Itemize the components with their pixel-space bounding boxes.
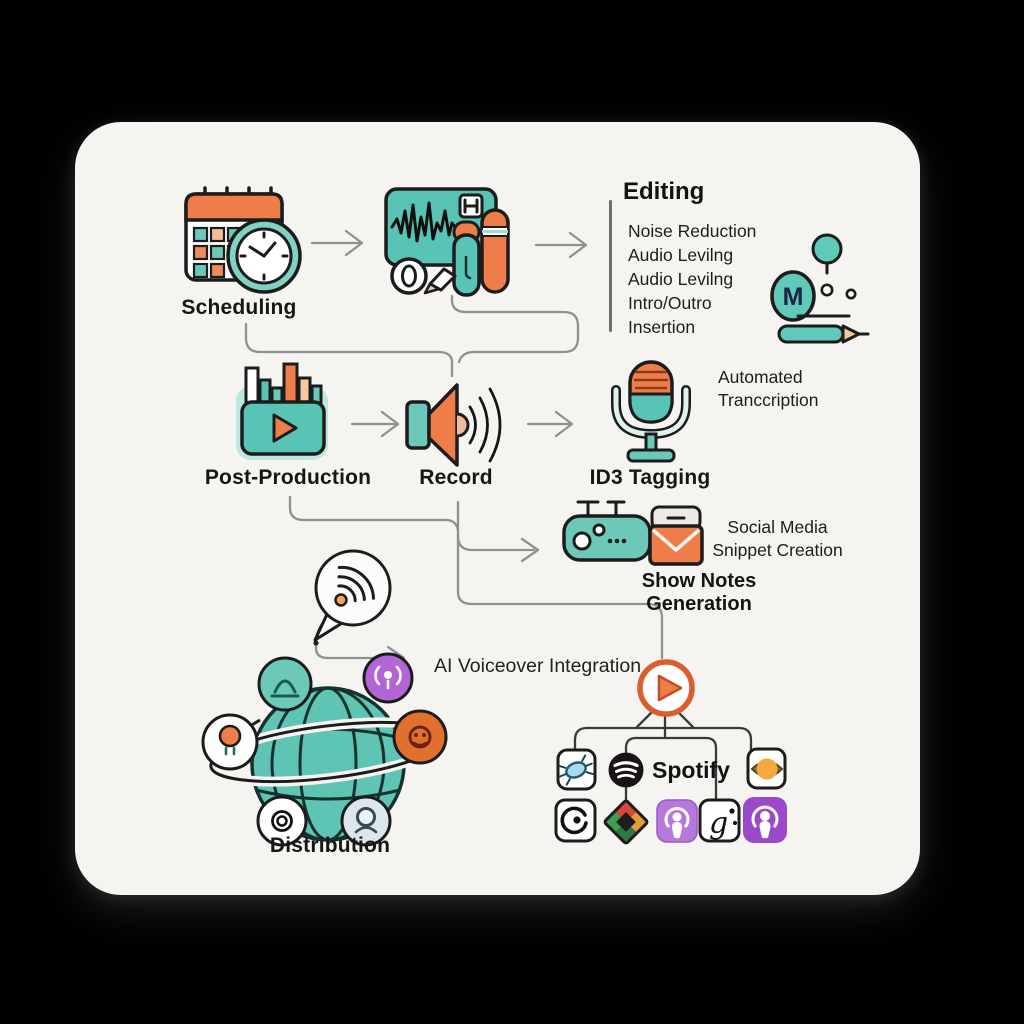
scheduling-label: Scheduling — [181, 296, 297, 319]
record-label: Record — [419, 466, 493, 489]
satellite-tent-icon — [257, 656, 313, 712]
show-notes-label: Show Notes Generation — [641, 570, 757, 615]
editing-item: Intro/Outro — [628, 293, 712, 313]
speech-bubble-podcast-icon — [313, 549, 392, 642]
editing-item: Noise Reduction — [628, 221, 757, 241]
arrow-editor-to-editing — [534, 231, 588, 259]
spotify-logo: Spotify — [606, 750, 756, 792]
connector-platform-tree — [573, 710, 753, 802]
social-media-note: Social Media Snippet Creation — [712, 517, 843, 560]
google-g-icon: g — [698, 798, 741, 843]
arrow-post-to-record — [350, 410, 400, 438]
post-production-label: Post-Production — [204, 466, 372, 489]
connector-scheduling-down — [244, 322, 454, 378]
svg-text:g: g — [709, 806, 728, 841]
editing-list: Noise Reduction Audio Levilng Audio Levi… — [628, 219, 756, 339]
spotify-icon — [608, 752, 644, 788]
microphone-icon — [611, 360, 691, 463]
waveform-editor-icon — [384, 187, 510, 297]
distribution-globe-icon — [201, 652, 451, 847]
satellite-chat-icon — [340, 795, 392, 847]
connector-record-main — [456, 500, 664, 660]
satellite-spiral-icon — [256, 795, 308, 847]
apple-podcasts-dark-icon — [743, 797, 787, 843]
orange-dot-app-icon — [746, 747, 787, 790]
connector-post-down — [288, 495, 460, 532]
satellite-podcast-icon — [362, 652, 414, 704]
satellite-radio-icon — [392, 709, 448, 765]
editing-divider — [609, 200, 612, 332]
arrow-branch-shownotes — [456, 534, 540, 563]
speaker-record-icon — [405, 383, 502, 467]
diamond-app-icon — [603, 799, 649, 845]
envelope-icon — [648, 505, 704, 566]
arrow-record-to-id3 — [526, 410, 574, 438]
spiral-app-icon — [554, 798, 597, 843]
play-button-icon — [637, 659, 695, 717]
id3-tagging-label: ID3 Tagging — [589, 466, 711, 489]
connector-editor-down — [450, 294, 580, 364]
arrow-scheduling-to-editor — [310, 229, 364, 257]
svg-text:M: M — [783, 283, 804, 311]
mixer-pencil-icon: M — [770, 233, 870, 344]
spotify-label: Spotify — [652, 757, 730, 783]
editing-title: Editing — [623, 178, 705, 205]
post-production-icon — [236, 362, 328, 460]
editing-item: Insertion — [628, 317, 696, 337]
editing-item: Audio Levilng — [628, 245, 734, 265]
calendar-clock-icon — [184, 186, 302, 294]
satellite-balloon-icon — [201, 713, 259, 771]
apple-podcasts-light-icon — [656, 799, 698, 843]
ai-voiceover-label: AI Voiceover Integration — [434, 655, 642, 677]
editing-item: Audio Levilng — [628, 269, 734, 289]
bug-app-icon — [556, 748, 597, 791]
distribution-label: Distribution — [269, 834, 391, 857]
radio-icon — [562, 500, 652, 562]
transcription-note: Automated Tranccription — [718, 367, 819, 410]
